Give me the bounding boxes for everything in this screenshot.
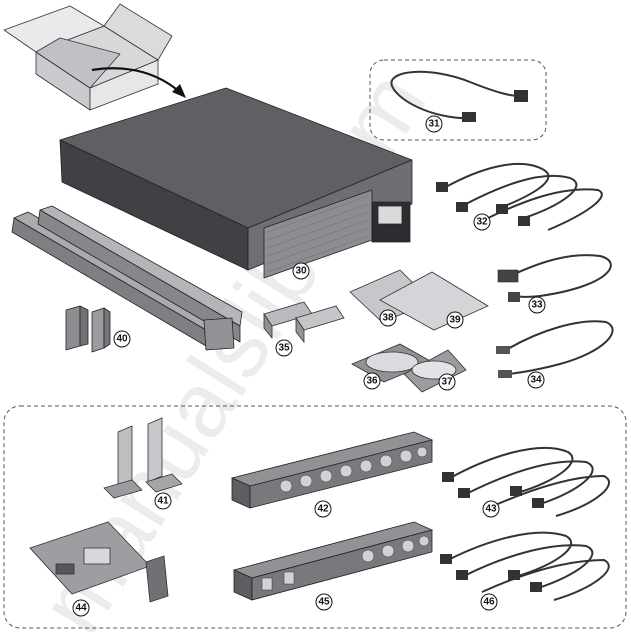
usb-cable-connector-a	[496, 346, 510, 354]
callout-34-label: 34	[530, 375, 542, 386]
callout-37-label: 37	[441, 377, 453, 388]
serial-cable-connector	[497, 269, 519, 283]
options-frame	[3, 405, 627, 629]
callout-33-label: 33	[531, 300, 543, 311]
serial-cable-end	[508, 292, 520, 302]
callout-35-label: 35	[278, 343, 290, 354]
callout-30-label: 30	[295, 266, 307, 277]
callout-44-label: 44	[75, 603, 87, 614]
callout-38: 38	[379, 309, 397, 327]
shipping-box	[3, 3, 173, 111]
callout-36-label: 36	[366, 376, 378, 387]
callout-43-label: 43	[485, 504, 497, 515]
callout-32-label: 32	[476, 217, 488, 228]
callout-36: 36	[363, 372, 381, 390]
usb-cable	[505, 320, 614, 375]
callout-46: 46	[480, 593, 498, 611]
mounting-rails	[11, 205, 243, 351]
callout-42-label: 42	[317, 504, 329, 515]
callout-40-label: 40	[116, 334, 128, 345]
callout-30: 30	[292, 262, 310, 280]
callout-31: 31	[425, 115, 443, 133]
user-documents	[349, 269, 489, 331]
power-cord	[390, 70, 521, 120]
callout-34: 34	[527, 371, 545, 389]
output-cable-plugs	[436, 182, 530, 226]
callout-42: 42	[314, 500, 332, 518]
callout-39-label: 39	[449, 315, 461, 326]
callout-44: 44	[72, 599, 90, 617]
callout-46-label: 46	[483, 597, 495, 608]
usb-cable-connector-b	[498, 370, 512, 378]
callout-33: 33	[528, 296, 546, 314]
switched-pdu-outlets	[261, 535, 430, 591]
pdu-cable-plugs	[442, 472, 544, 508]
output-cables	[443, 162, 603, 231]
callout-37: 37	[438, 373, 456, 391]
callout-40: 40	[113, 330, 131, 348]
callout-45-label: 45	[318, 597, 330, 608]
callout-32: 32	[473, 213, 491, 231]
ups-unit	[59, 87, 413, 279]
callout-41-label: 41	[157, 496, 169, 507]
power-cord-frame	[369, 59, 547, 141]
pdu-strip	[230, 431, 434, 509]
serial-cable	[509, 254, 612, 298]
wall-brackets	[103, 417, 183, 499]
callout-41: 41	[154, 492, 172, 510]
power-cord-plug	[462, 112, 476, 122]
ups-front-grille	[267, 195, 369, 273]
switched-pdu-cable-plugs	[440, 554, 542, 592]
callout-31-label: 31	[428, 119, 440, 130]
callout-39: 39	[446, 311, 464, 329]
power-cord-connector	[514, 90, 528, 102]
callout-45: 45	[315, 593, 333, 611]
callout-38-label: 38	[382, 313, 394, 324]
rail-brackets	[65, 305, 111, 353]
unpack-arrow-head	[172, 84, 186, 98]
network-card	[29, 521, 169, 603]
callout-43: 43	[482, 500, 500, 518]
connector-blocks	[263, 301, 345, 344]
unpack-arrow	[91, 67, 183, 95]
pdu-outlets	[279, 446, 428, 493]
pdu-cables	[449, 446, 610, 517]
callout-35: 35	[275, 339, 293, 357]
switched-pdu-cables	[447, 531, 610, 601]
